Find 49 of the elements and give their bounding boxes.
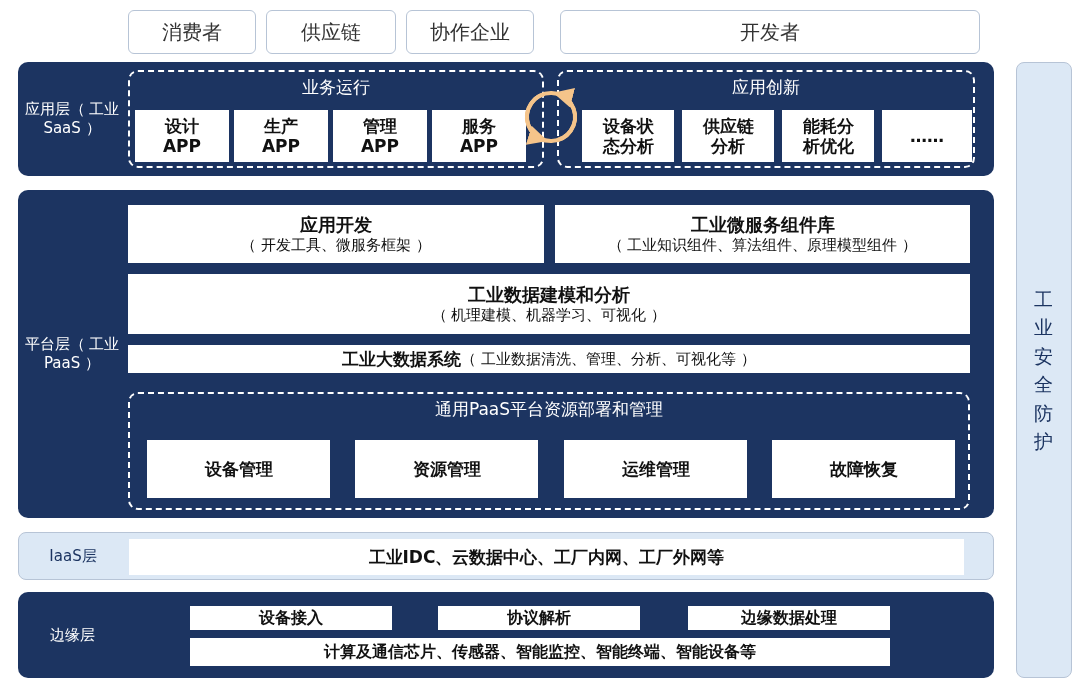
stakeholder-box: 开发者: [560, 10, 980, 54]
layer-panel: [18, 62, 994, 176]
layer-label: 平台层（ 工业PaaS ）: [23, 335, 121, 373]
module-box: 设备状态分析: [582, 110, 674, 162]
stakeholder-box: 协作企业: [406, 10, 534, 54]
module-box: 供应链分析: [682, 110, 774, 162]
dashed-group: [557, 70, 975, 168]
stakeholder-box: 供应链: [266, 10, 396, 54]
module-box: [555, 205, 970, 263]
module-detail: （ 工业数据清洗、管理、分析、可视化等 ）: [461, 350, 756, 368]
module-box: [128, 274, 970, 334]
module-box: [128, 345, 970, 373]
layer-panel: [18, 592, 994, 678]
module-box: 边缘数据处理: [688, 606, 890, 630]
layer-panel: [18, 190, 994, 518]
group-title: 通用PaaS平台资源部署和管理: [434, 398, 664, 421]
layer-label: IaaS层: [48, 546, 98, 566]
module-box: 工业IDC、云数据中心、工厂内网、工厂外网等: [129, 539, 964, 575]
panel-label: 工业安全防护: [1033, 286, 1055, 454]
module-box: 故障恢复: [772, 440, 955, 498]
module-detail: （ 机理建模、机器学习、可视化 ）: [431, 305, 667, 324]
security-panel: [1016, 62, 1072, 678]
module-box: 协议解析: [438, 606, 640, 630]
module-box: 管理APP: [333, 110, 427, 162]
module-title: 应用开发: [300, 214, 372, 236]
layer-panel: [18, 532, 994, 580]
group-title: 业务运行: [302, 76, 370, 99]
dashed-group: [128, 70, 544, 168]
module-title: 工业大数据系统: [342, 348, 462, 370]
module-detail: （ 工业知识组件、算法组件、原理模型组件 ）: [607, 235, 918, 254]
module-box: 计算及通信芯片、传感器、智能监控、智能终端、智能设备等: [190, 638, 890, 666]
module-box: 服务APP: [432, 110, 526, 162]
module-box: 设备管理: [147, 440, 330, 498]
module-box: [128, 205, 544, 263]
dashed-group: [128, 392, 970, 510]
module-box: 设备接入: [190, 606, 392, 630]
module-box: 能耗分析优化: [782, 110, 874, 162]
module-title: 工业微服务组件库: [690, 214, 835, 236]
module-box: 运维管理: [564, 440, 747, 498]
module-box: ……: [882, 110, 972, 162]
module-title: 工业数据建模和分析: [468, 284, 630, 306]
layer-label: 应用层（ 工业SaaS ）: [23, 100, 121, 138]
layer-label: 边缘层: [48, 625, 96, 645]
module-box: 生产APP: [234, 110, 328, 162]
module-box: 资源管理: [355, 440, 538, 498]
group-title: 应用创新: [732, 76, 800, 99]
module-detail: （ 开发工具、微服务框架 ）: [241, 235, 431, 254]
module-box: 设计APP: [135, 110, 229, 162]
stakeholder-box: 消费者: [128, 10, 256, 54]
